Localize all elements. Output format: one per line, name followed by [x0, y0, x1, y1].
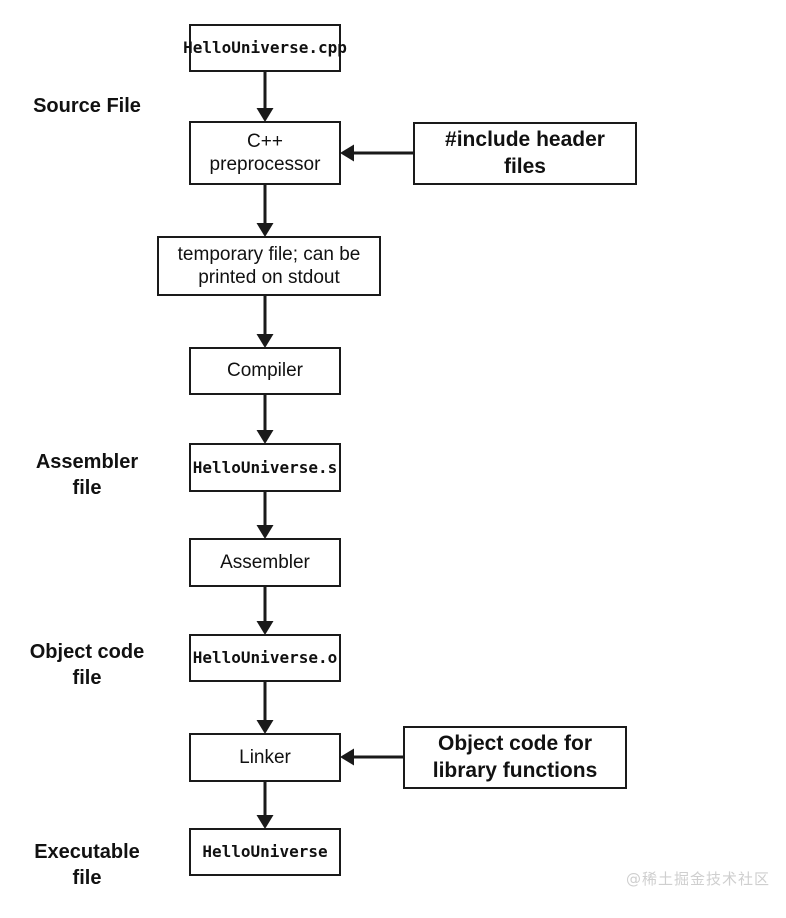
- watermark: @稀土掘金技术社区: [626, 870, 771, 888]
- node-label-hellouniverse-cpp: HelloUniverse.cpp: [183, 38, 347, 58]
- node-label-assembler: Assembler: [220, 551, 310, 573]
- arrow-asm-file-to-assembler: [256, 492, 274, 539]
- stage-label-object-code-file: Object code file: [29, 641, 145, 689]
- arrow-cpp-to-preprocessor: [256, 72, 274, 122]
- node-label-compiler: Compiler: [226, 360, 304, 382]
- node-hellouniverse-cpp: HelloUniverse.cpp: [183, 24, 347, 72]
- arrow-temp-to-compiler: [256, 296, 274, 348]
- node-hellouniverse-exe: HelloUniverse: [189, 828, 341, 876]
- node-label-temporary-file: temporary file; can be printed on stdout: [177, 243, 361, 288]
- node-label-hellouniverse-o: HelloUniverse.o: [192, 648, 338, 668]
- arrow-headers-to-preprocessor: [340, 144, 413, 162]
- node-label-hellouniverse-exe: HelloUniverse: [202, 842, 328, 862]
- arrow-compiler-to-asm-file: [256, 395, 274, 444]
- stage-label-assembler-file: Assembler file: [35, 451, 139, 499]
- node-label-object-code-library: Object code for library functions: [432, 732, 598, 782]
- node-cpp-preprocessor: C++ preprocessor: [189, 121, 341, 185]
- arrow-obj-to-linker: [256, 682, 274, 734]
- node-hellouniverse-o: HelloUniverse.o: [189, 634, 341, 682]
- arrow-assembler-to-obj: [256, 587, 274, 635]
- node-label-linker: Linker: [239, 746, 291, 768]
- node-temporary-file: temporary file; can be printed on stdout: [157, 236, 381, 296]
- node-label-hellouniverse-s: HelloUniverse.s: [192, 457, 338, 477]
- arrow-library-to-linker: [340, 748, 403, 766]
- node-object-code-library: Object code for library functions: [403, 726, 627, 789]
- node-label-cpp-preprocessor: C++ preprocessor: [209, 130, 321, 175]
- node-compiler: Compiler: [189, 347, 341, 395]
- arrow-linker-to-exe: [256, 782, 274, 829]
- node-include-header-files: #include header files: [413, 122, 637, 185]
- node-label-include-header-files: #include header files: [445, 128, 605, 178]
- stage-label-executable-file: Executable file: [34, 841, 140, 889]
- node-linker: Linker: [189, 733, 341, 782]
- stage-label-source-file: Source File: [33, 95, 141, 117]
- arrow-preprocessor-to-temp: [256, 185, 274, 237]
